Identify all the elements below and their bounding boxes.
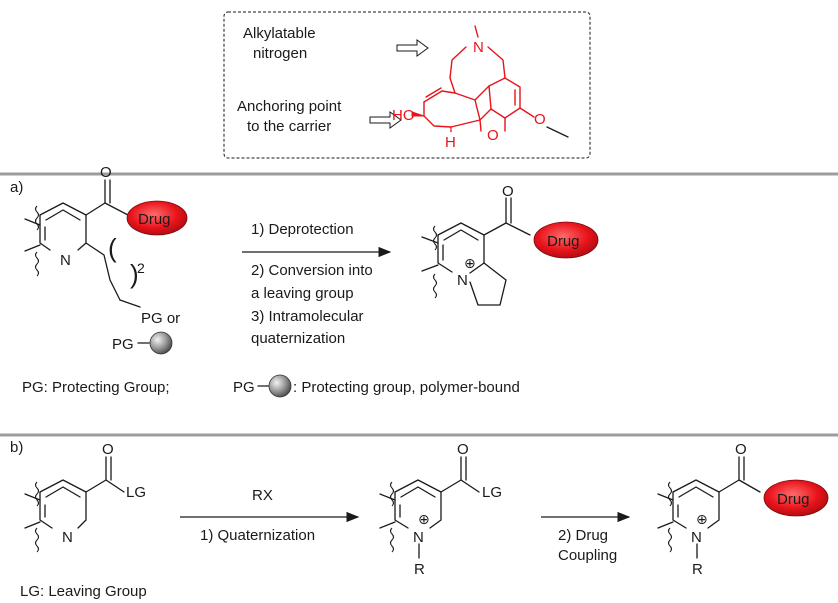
ring-n-left: N [60, 252, 71, 269]
carbonyl-o-b2: O [457, 441, 469, 458]
drug-ellipse-right [533, 221, 599, 259]
panel-a: a) N O ( ) 2 PG or PG Drug [10, 164, 599, 398]
carbonyl-o-right: O [502, 183, 514, 200]
r-b3: R [692, 561, 703, 578]
carbonyl-o-b1: O [102, 441, 114, 458]
legend-lg: LG: Leaving Group [20, 583, 147, 600]
label-alkylatable-2: nitrogen [253, 45, 307, 62]
galantamine-structure: N HO O H O [392, 25, 569, 151]
atom-o-ring: O [487, 127, 499, 144]
ring-n-right: N [457, 272, 468, 289]
chain-subscript: 2 [137, 260, 145, 276]
label-anchor-2: to the carrier [247, 118, 331, 135]
ring-n-b1: N [62, 529, 73, 546]
atom-ho: HO [392, 107, 415, 124]
wedge-bond-ho [411, 111, 425, 117]
legend-bead-text: : Protecting group, polymer-bound [293, 379, 520, 396]
dashed-frame [223, 11, 591, 159]
step-quaternization-b: 1) Quaternization [200, 527, 315, 544]
panel-a-product: N ⊕ O Drug [421, 183, 599, 306]
drug-ellipse-left [126, 200, 188, 236]
label-alkylatable-1: Alkylatable [243, 25, 316, 42]
step-deprotection: 1) Deprotection [251, 221, 354, 238]
hollow-arrow-nitrogen [396, 39, 429, 57]
panel-b-label: b) [10, 439, 23, 456]
drug-label-b3: Drug [777, 491, 810, 508]
chain-paren-left: ( [108, 233, 117, 263]
atom-n-amine: N [473, 39, 484, 56]
legend-bead-icon [268, 374, 292, 398]
lg-b1: LG [126, 484, 146, 501]
step-quaternization-1: 3) Intramolecular [251, 308, 364, 325]
step-conversion-1: 2) Conversion into [251, 262, 373, 279]
r-b2: R [414, 561, 425, 578]
carbonyl-o-b3: O [735, 441, 747, 458]
drug-label-right: Drug [547, 233, 580, 250]
hollow-arrow-anchor [369, 111, 402, 129]
legend-pg: PG: Protecting Group; [22, 379, 170, 396]
legend-bead-pg: PG [233, 379, 255, 396]
step-conversion-2: a leaving group [251, 285, 354, 302]
chain-paren-right: ) [130, 259, 139, 289]
charge-b2: ⊕ [418, 511, 430, 527]
atom-h: H [445, 134, 456, 151]
drug-ellipse-b3 [763, 479, 829, 517]
panel-b-product: N ⊕ R O Drug [657, 441, 829, 578]
panel-b: b) N O LG RX 1) Quaternization [10, 439, 829, 600]
drug-label-left: Drug [138, 211, 171, 228]
carbonyl-o-left: O [100, 164, 112, 181]
charge-right: ⊕ [464, 255, 476, 271]
pg-bead-label: PG [112, 336, 134, 353]
ring-n-b2: N [413, 529, 424, 546]
step-drug-1: 2) Drug [558, 527, 608, 544]
lg-b2: LG [482, 484, 502, 501]
step-quaternization-2: quaternization [251, 330, 345, 347]
panel-b-intermediate: N ⊕ R O LG [379, 441, 502, 578]
charge-b3: ⊕ [696, 511, 708, 527]
label-anchor-1: Anchoring point [237, 98, 342, 115]
panel-b-reactant: N O LG [24, 441, 146, 553]
atom-o-methoxy: O [534, 111, 546, 128]
galantamine-box: Alkylatable nitrogen Anchoring point to … [223, 11, 591, 159]
panel-a-reactant: N O ( ) 2 PG or PG Drug [24, 164, 188, 355]
panel-a-label: a) [10, 179, 23, 196]
reagent-rx: RX [252, 487, 273, 504]
ring-n-b3: N [691, 529, 702, 546]
step-drug-2: Coupling [558, 547, 617, 564]
polymer-bead-icon [149, 331, 173, 355]
pg-or-text: PG or [141, 310, 180, 327]
